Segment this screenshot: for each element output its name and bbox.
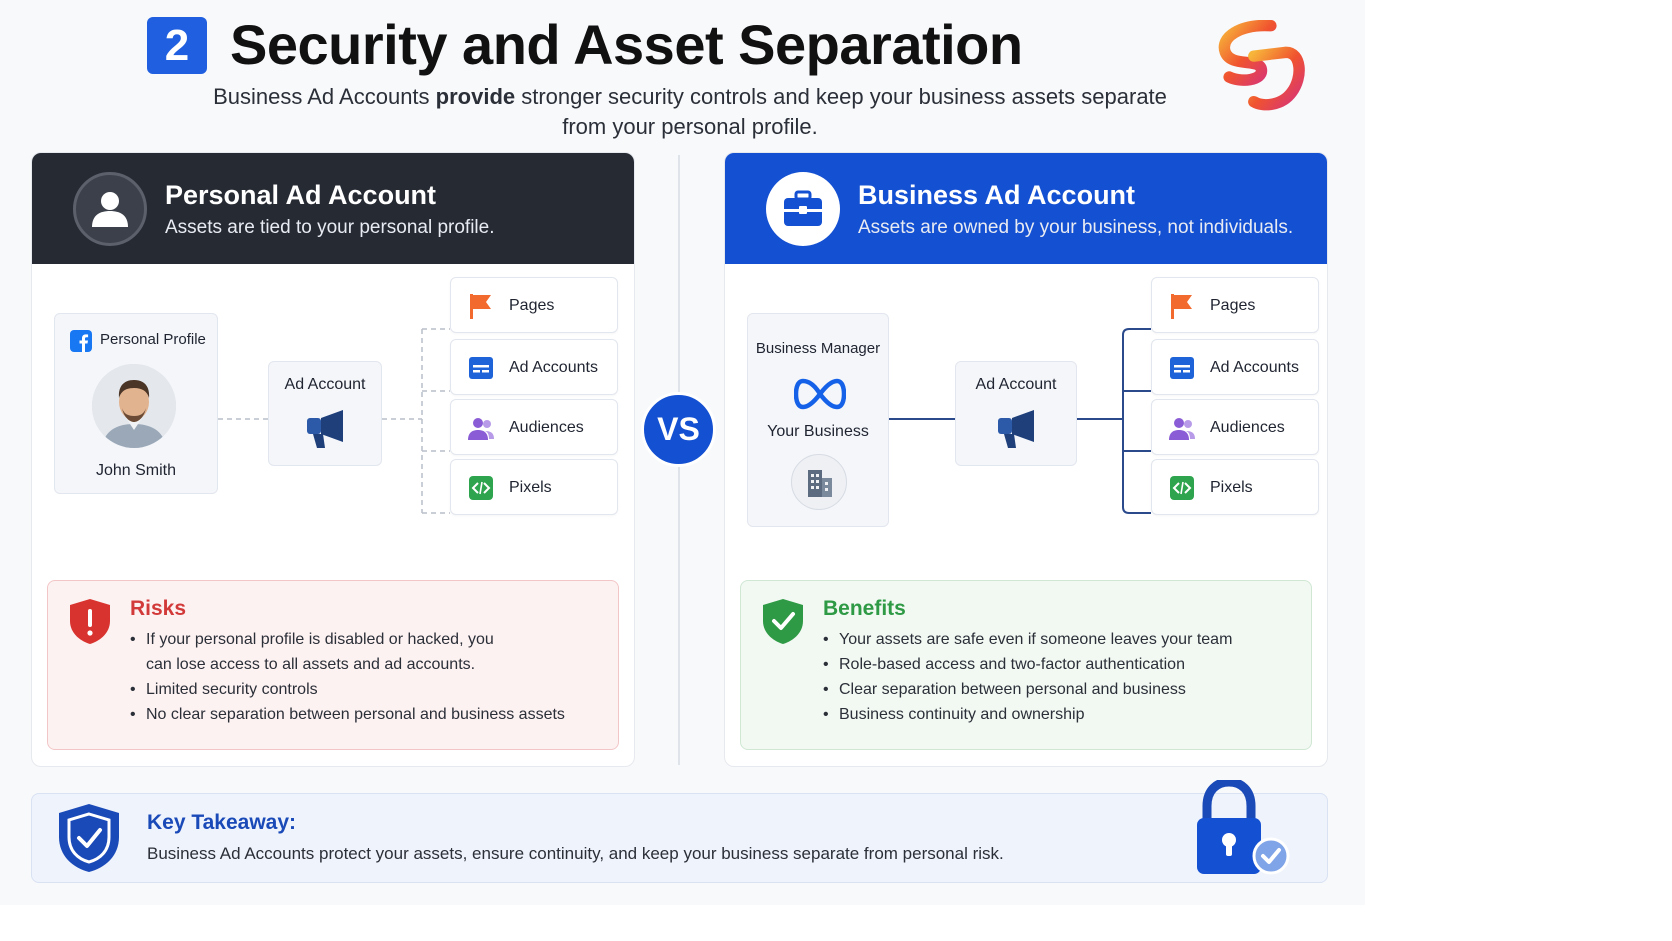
asset-label: Pixels [509, 479, 552, 496]
person-icon [73, 172, 147, 246]
personal-panel-title: Personal Ad Account [165, 180, 437, 210]
business-manager-node: Business Manager Your Business [747, 313, 889, 527]
ad-accounts-icon [469, 357, 493, 379]
risks-title: Risks [130, 597, 187, 620]
profile-name: John Smith [95, 462, 177, 479]
personal-profile-label: Personal Profile [100, 331, 206, 348]
asset-ad-accounts: Ad Accounts [1151, 339, 1319, 395]
personal-panel-header: Personal Ad Account Assets are tied to y… [32, 153, 634, 264]
business-name: Your Business [767, 423, 869, 440]
building-icon [791, 454, 847, 510]
business-panel-title: Business Ad Account [858, 180, 1136, 210]
warning-shield-icon [70, 599, 110, 644]
asset-label: Audiences [1210, 419, 1285, 436]
benefit-item: Your assets are safe even if someone lea… [823, 627, 1232, 652]
ad-account-label: Ad Account [284, 376, 366, 393]
shield-check-icon [59, 804, 119, 872]
asset-ad-accounts: Ad Accounts [450, 339, 618, 395]
benefit-item: Role-based access and two-factor authent… [823, 652, 1232, 677]
step-number-badge: 2 [147, 17, 207, 74]
personal-panel-subtitle: Assets are tied to your personal profile… [165, 217, 495, 238]
asset-audiences: Audiences [450, 399, 618, 455]
business-ad-account-node: Ad Account [955, 361, 1077, 466]
page-title: Security and Asset Separation [230, 13, 1023, 76]
business-manager-label: Business Manager [755, 340, 881, 357]
audiences-icon [1169, 418, 1195, 440]
asset-label: Pixels [1210, 479, 1253, 496]
asset-label: Ad Accounts [509, 359, 598, 376]
asset-pages: Pages [450, 277, 618, 333]
benefit-item: Clear separation between personal and bu… [823, 677, 1232, 702]
ad-accounts-icon [1170, 357, 1194, 379]
personal-ad-account-node: Ad Account [268, 361, 382, 466]
asset-label: Pages [1210, 297, 1256, 314]
risk-item: Limited security controls [130, 677, 565, 702]
avatar [92, 364, 176, 448]
risk-item: If your personal profile is disabled or … [130, 627, 510, 677]
briefcase-icon [766, 172, 840, 246]
check-shield-icon [763, 599, 803, 644]
megaphone-icon [307, 410, 343, 448]
business-connector-lines [889, 328, 1151, 514]
ad-account-label: Ad Account [975, 376, 1057, 393]
pixels-code-icon [1170, 476, 1194, 500]
benefit-item: Business continuity and ownership [823, 702, 1232, 727]
asset-label: Ad Accounts [1210, 359, 1299, 376]
asset-audiences: Audiences [1151, 399, 1319, 455]
facebook-icon [70, 330, 92, 352]
takeaway-title: Key Takeaway: [147, 811, 297, 834]
asset-label: Audiences [509, 419, 584, 436]
business-ad-account-panel: Business Ad Account Assets are owned by … [724, 152, 1328, 767]
personal-connector-lines [218, 328, 450, 514]
page-subtitle: Business Ad Accounts provide stronger se… [213, 84, 1167, 139]
flag-icon [470, 294, 491, 319]
personal-ad-account-panel: Personal Ad Account Assets are tied to y… [31, 152, 635, 767]
pixels-code-icon [469, 476, 493, 500]
asset-pixels: Pixels [1151, 459, 1319, 515]
vs-badge: VS [641, 392, 716, 467]
infographic-canvas: 2 Security and Asset Separation Business… [0, 0, 1365, 905]
risks-list: If your personal profile is disabled or … [130, 627, 565, 727]
asset-pages: Pages [1151, 277, 1319, 333]
benefits-box: Benefits Your assets are safe even if so… [740, 580, 1312, 750]
takeaway-text: Business Ad Accounts protect your assets… [147, 844, 1004, 863]
business-panel-header: Business Ad Account Assets are owned by … [725, 153, 1327, 264]
meta-infinity-icon [794, 378, 846, 410]
key-takeaway-box: Key Takeaway: Business Ad Accounts prote… [31, 780, 1328, 883]
padlock-icon [1197, 780, 1290, 875]
brand-logo-icon [1218, 20, 1305, 111]
benefits-list: Your assets are safe even if someone lea… [823, 627, 1232, 727]
flag-icon [1171, 294, 1192, 319]
personal-profile-node: Personal Profile John Smith [54, 313, 218, 494]
audiences-icon [468, 418, 494, 440]
risks-box: Risks If your personal profile is disabl… [47, 580, 619, 750]
benefits-title: Benefits [823, 597, 906, 620]
asset-pixels: Pixels [450, 459, 618, 515]
risk-item: No clear separation between personal and… [130, 702, 565, 727]
business-panel-subtitle: Assets are owned by your business, not i… [858, 217, 1294, 238]
asset-label: Pages [509, 297, 555, 314]
megaphone-icon [998, 410, 1034, 448]
